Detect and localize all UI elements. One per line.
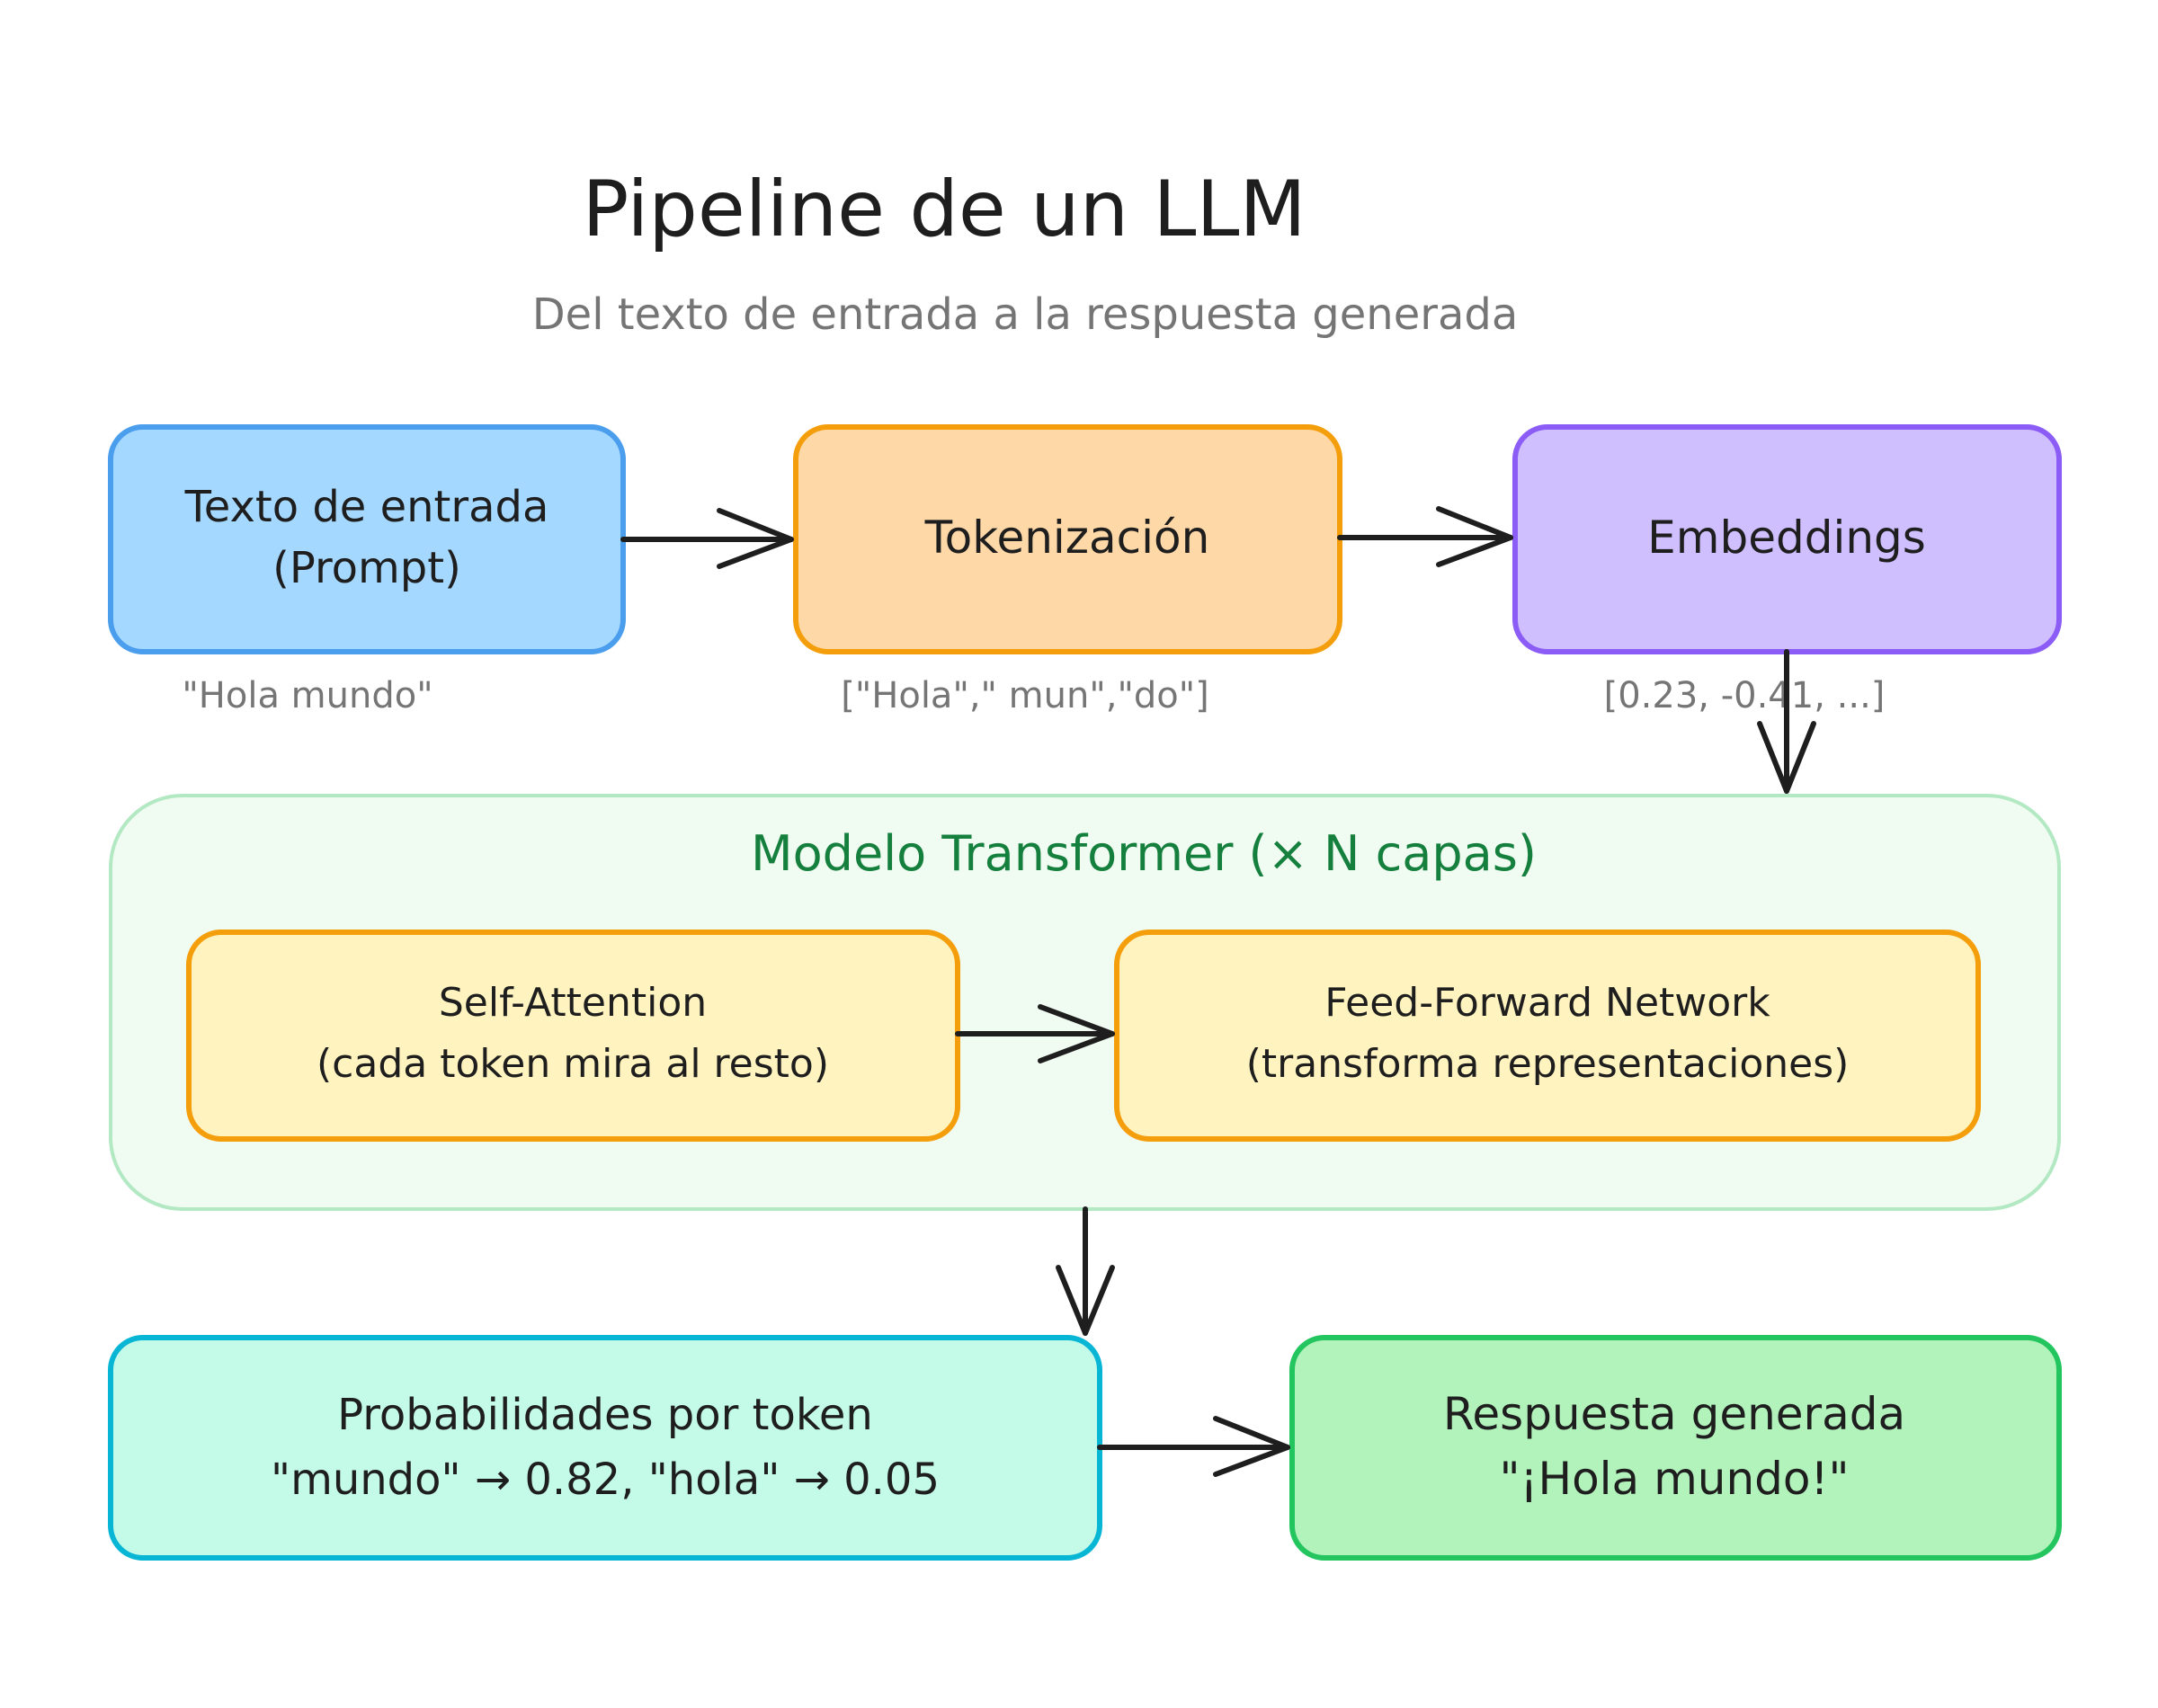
self-attention-line1: Self-Attention: [439, 980, 707, 1026]
embeddings-example: [0.23, -0.41, ...]: [1604, 675, 1886, 716]
arrow-self-attention-to-feed-forward: [955, 1004, 1115, 1063]
probabilities-line2: "mundo" → 0.82, "hola" → 0.05: [271, 1454, 940, 1505]
response-box: [1289, 1335, 2062, 1561]
diagram-title: Pipeline de un LLM: [582, 165, 1306, 254]
arrow-transformer-to-probabilities: [1056, 1206, 1115, 1336]
input-label-line2: (Prompt): [272, 543, 461, 593]
tokenization-label: Tokenización: [924, 512, 1210, 564]
probabilities-box: [108, 1335, 1102, 1561]
arrow-input-to-tokenization: [620, 508, 794, 569]
input-label-line1: Texto de entrada: [184, 482, 549, 532]
self-attention-line2: (cada token mira al resto): [317, 1041, 829, 1087]
tokenization-example: ["Hola"," mun","do"]: [841, 675, 1208, 716]
embeddings-label: Embeddings: [1647, 512, 1926, 564]
feed-forward-box: [1114, 930, 1981, 1142]
diagram-subtitle: Del texto de entrada a la respuesta gene…: [532, 289, 1519, 340]
response-line1: Respuesta generada: [1443, 1388, 1905, 1440]
feed-forward-line2: (transforma representaciones): [1246, 1041, 1850, 1087]
self-attention-box: [186, 930, 960, 1142]
arrow-probabilities-to-response: [1097, 1416, 1290, 1477]
response-line2: "¡Hola mundo!": [1499, 1453, 1849, 1505]
input-example: "Hola mundo": [182, 675, 432, 716]
input-box: [108, 424, 626, 654]
arrow-embeddings-to-transformer: [1757, 649, 1816, 794]
feed-forward-line1: Feed-Forward Network: [1324, 980, 1770, 1026]
arrow-tokenization-to-embeddings: [1337, 506, 1513, 567]
transformer-label: Modelo Transformer (× N capas): [751, 825, 1537, 882]
probabilities-line1: Probabilidades por token: [337, 1390, 873, 1440]
